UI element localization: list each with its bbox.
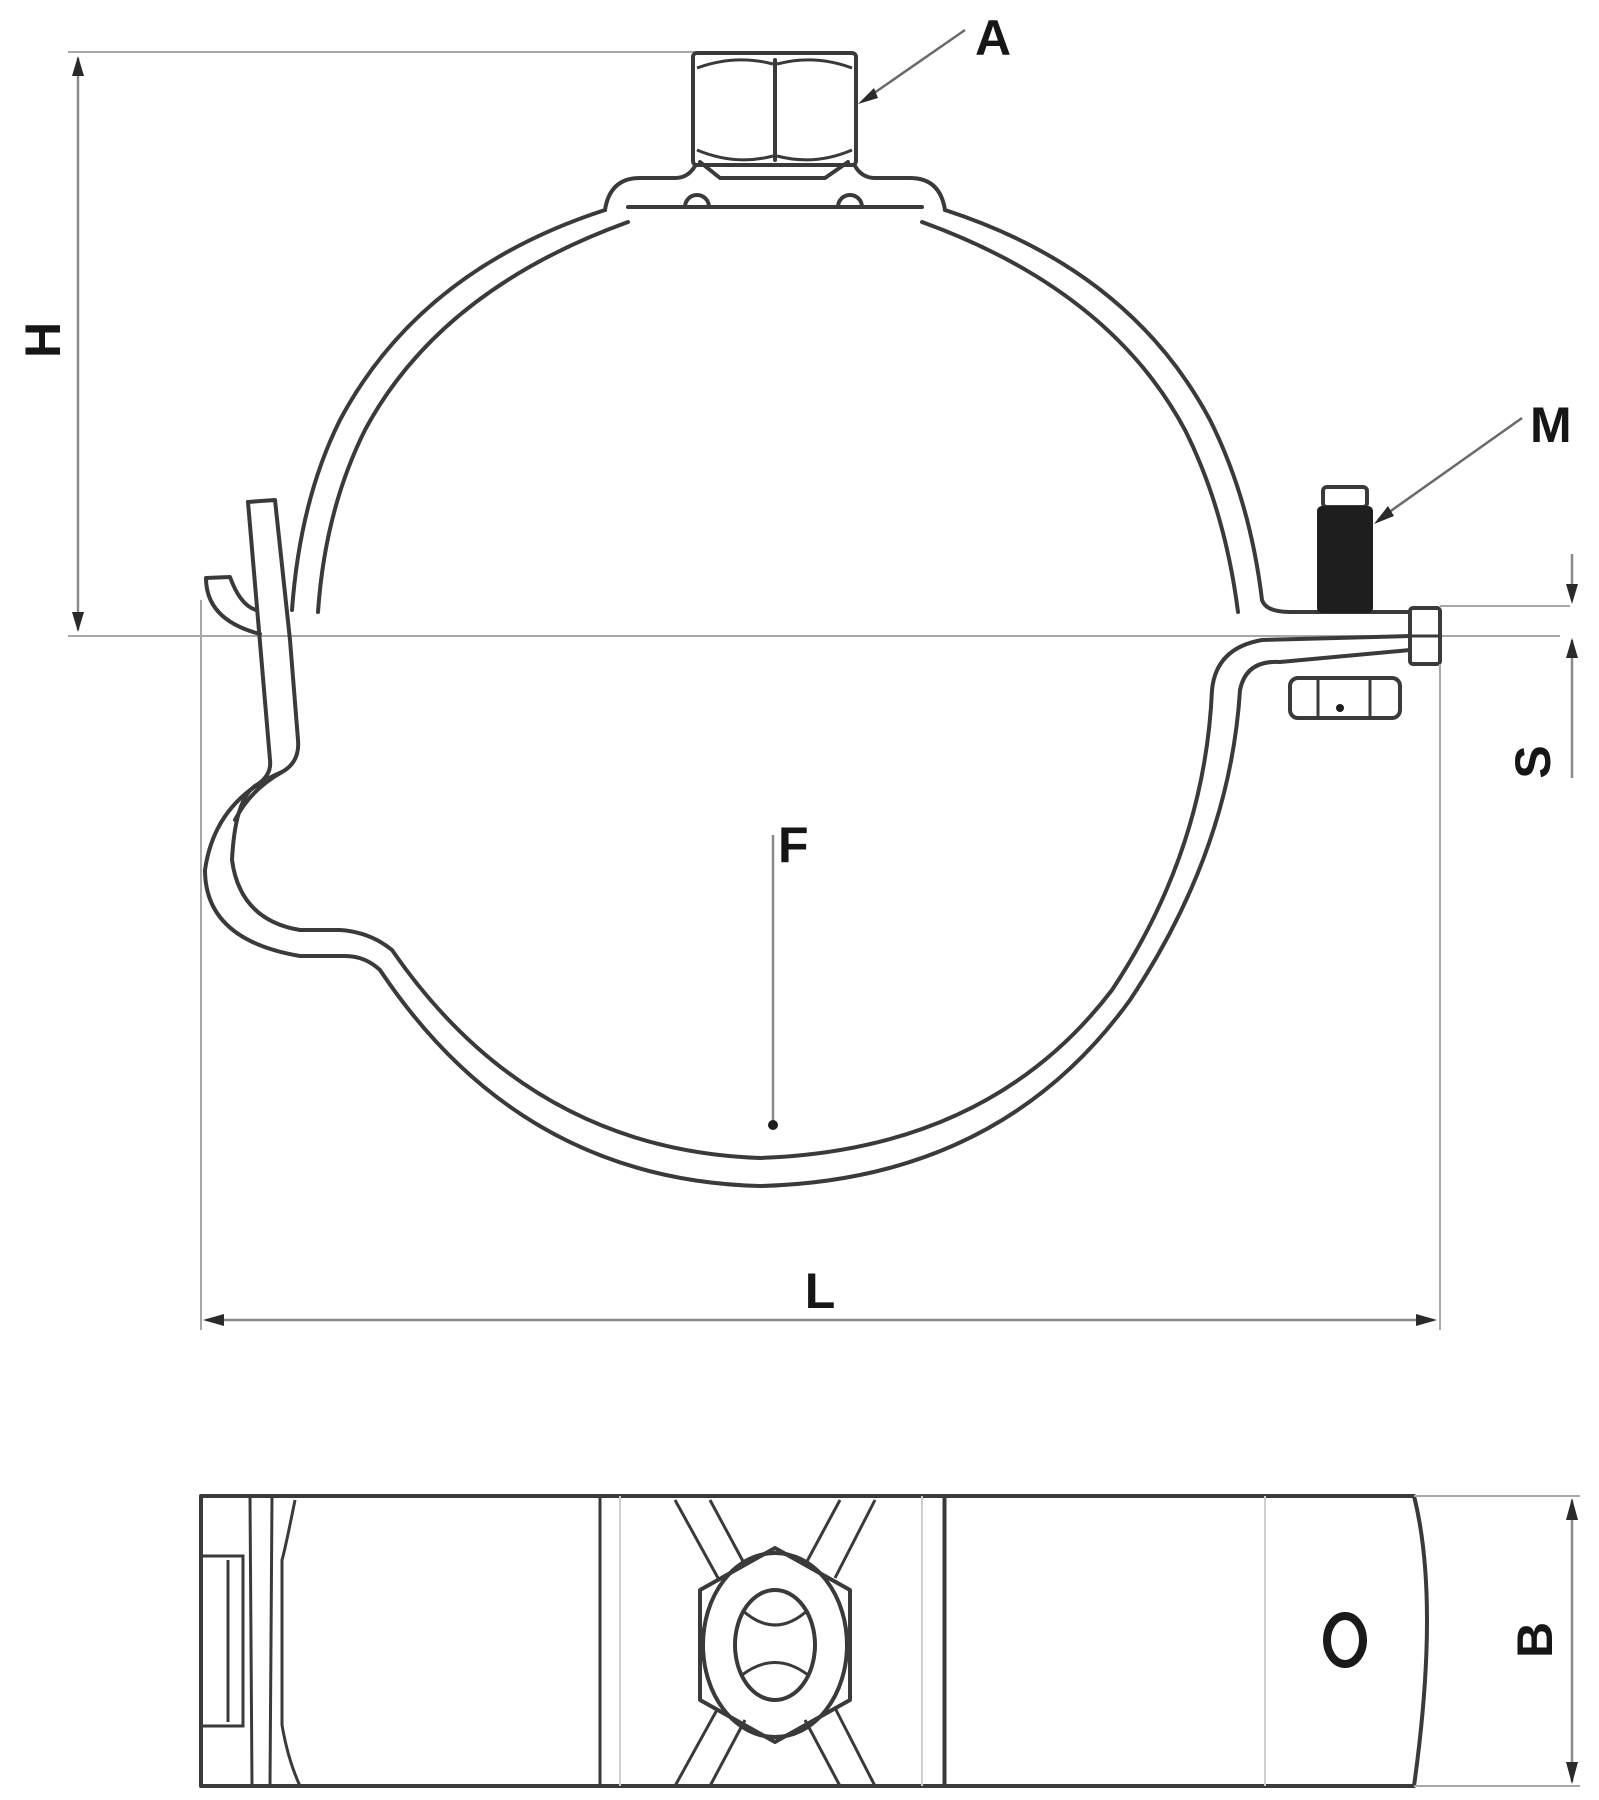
clamp-ring-upper xyxy=(290,208,1412,614)
hex-nut-a xyxy=(691,51,858,180)
leader-m: M xyxy=(1374,397,1572,524)
label-s: S xyxy=(1505,745,1561,778)
dimension-b: B xyxy=(1414,1495,1580,1787)
dimension-l: L xyxy=(200,600,1441,1330)
label-f: F xyxy=(778,817,809,873)
label-h: H xyxy=(15,322,71,358)
leader-a: A xyxy=(858,10,1011,104)
label-a: A xyxy=(975,10,1011,66)
label-l: L xyxy=(805,1263,836,1319)
leader-f: F xyxy=(768,817,809,1130)
clamp-ring-lower xyxy=(203,634,1412,1188)
label-m: M xyxy=(1530,397,1572,453)
label-b: B xyxy=(1507,1622,1563,1658)
clamp-left-hook xyxy=(204,498,301,822)
clamp-saddle xyxy=(603,164,947,212)
dimension-h: H xyxy=(15,51,1560,637)
top-view-bolt-hole xyxy=(942,1496,1367,1786)
flange-bolt-m xyxy=(1288,485,1442,720)
dimension-s: S xyxy=(1440,554,1578,779)
top-view-nut-section xyxy=(598,1496,947,1787)
top-view-hook-end xyxy=(199,1495,302,1787)
top-view: B xyxy=(199,1494,1580,1788)
front-view: H xyxy=(15,10,1578,1330)
